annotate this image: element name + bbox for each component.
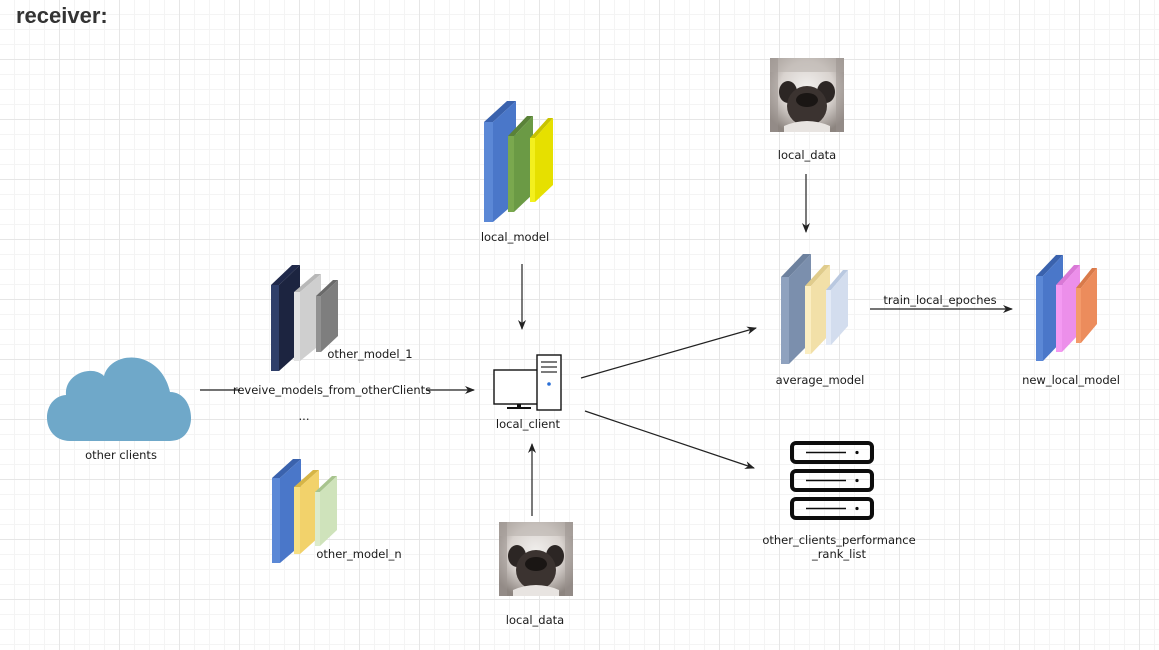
edge-label-train: train_local_epoches: [883, 293, 996, 307]
local-model-icon: [484, 101, 553, 222]
label-rank-list-line1: other_clients_performance: [762, 533, 915, 547]
new-local-model-icon: [1036, 255, 1097, 361]
page-title: receiver:: [16, 3, 108, 28]
cloud-icon: [46, 357, 192, 441]
label-new-local-model: new_local_model: [1022, 373, 1120, 387]
dog-photo-icon: [499, 522, 573, 596]
edge-client-to-ranklist: [584, 410, 755, 469]
edge-client-to-average: [580, 326, 757, 379]
label-local-client: local_client: [496, 417, 561, 431]
dog-photo-icon: [770, 58, 844, 132]
edge-label-bg: [240, 383, 426, 397]
label-local-data-top: local_data: [778, 148, 836, 162]
label-other-model-n: other_model_n: [316, 547, 401, 561]
label-average-model: average_model: [776, 373, 865, 387]
other-model-n-icon: [272, 459, 337, 563]
label-other-clients: other clients: [85, 448, 157, 462]
server-list-icon: [790, 441, 874, 520]
label-rank-list-line2: _rank_list: [811, 547, 867, 561]
label-local-data-bottom: local_data: [506, 613, 564, 627]
computer-icon: [493, 354, 562, 411]
label-other-model-1: other_model_1: [327, 347, 412, 361]
label-local-model: local_model: [481, 230, 549, 244]
label-ellipsis: ...: [299, 409, 310, 423]
other-model-1-icon: [271, 265, 338, 371]
edge-label-receive: reveive_models_from_otherClients: [233, 383, 431, 397]
average-model-icon: [781, 254, 848, 364]
